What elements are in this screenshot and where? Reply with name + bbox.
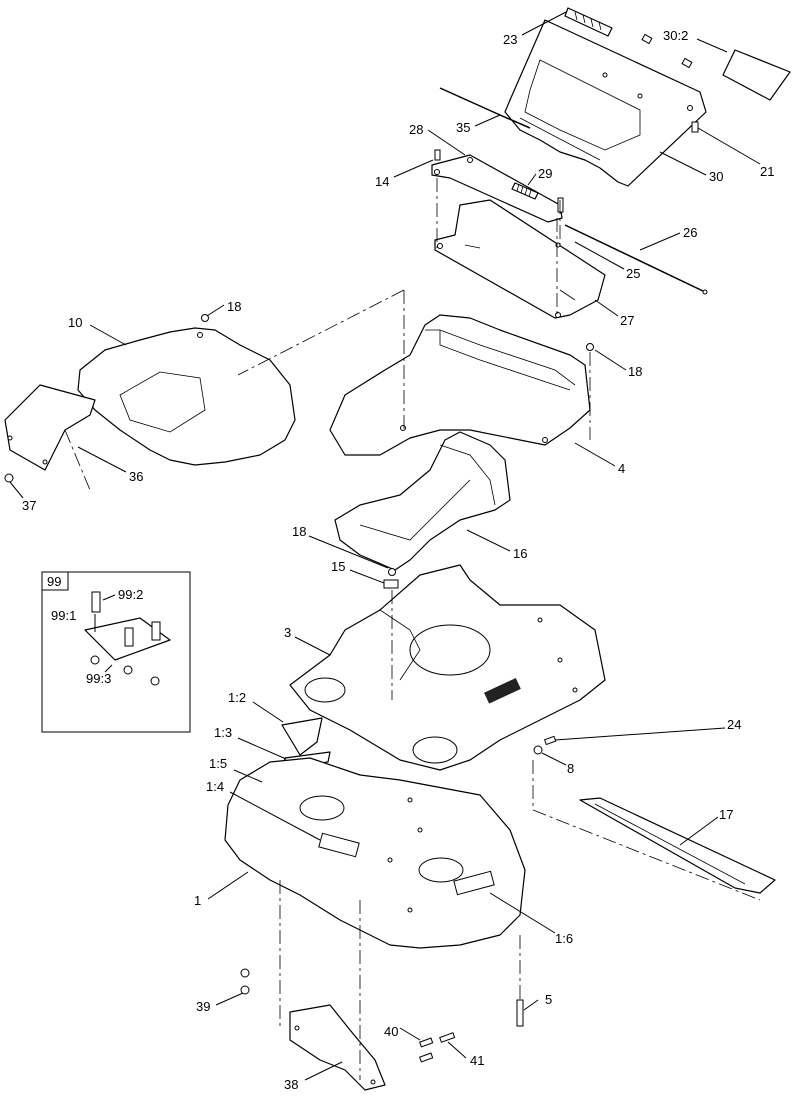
- callout-15: 15: [331, 559, 345, 574]
- callout-41: 41: [470, 1053, 484, 1068]
- part-26-rod: [564, 224, 708, 295]
- callout-14: 14: [375, 174, 389, 189]
- callout-27: 27: [620, 313, 634, 328]
- part-18-nut-a: [201, 314, 209, 322]
- inset-99: [41, 571, 191, 733]
- callout-37: 37: [22, 498, 36, 513]
- callout-5: 5: [545, 992, 552, 1007]
- callout-8: 8: [567, 761, 574, 776]
- callout-30: 30: [709, 169, 723, 184]
- part-37-nut: [4, 473, 14, 483]
- callout-39: 39: [196, 999, 210, 1014]
- leader-lines: [9, 11, 761, 1081]
- part-5-bolt: [516, 999, 524, 1027]
- part-8-nut: [533, 745, 543, 755]
- callout-16: 16: [513, 546, 527, 561]
- callout-35: 35: [456, 120, 470, 135]
- callout-24: 24: [727, 717, 741, 732]
- callout-1-3: 1:3: [214, 725, 232, 740]
- callout-28: 28: [409, 122, 423, 137]
- part-40-screws: [419, 1037, 434, 1063]
- callout-1-2: 1:2: [228, 690, 246, 705]
- part-39-nuts: [240, 968, 250, 995]
- part-28-bracket: [431, 154, 563, 223]
- part-21-bolt: [691, 121, 699, 133]
- part-18-nut-c: [388, 568, 396, 576]
- part-14-bolt: [434, 149, 441, 161]
- callout-18-a: 18: [227, 299, 241, 314]
- part-36-panel: [4, 384, 96, 471]
- part-30-cover-plate: [504, 19, 707, 187]
- callout-25: 25: [626, 266, 640, 281]
- part-24-screw: [543, 735, 557, 746]
- callout-23: 23: [503, 32, 517, 47]
- part-16-channel: [334, 431, 511, 571]
- callout-1-5: 1:5: [209, 756, 227, 771]
- callout-38: 38: [284, 1077, 298, 1092]
- part-38-bracket: [289, 1004, 386, 1091]
- part-1-deck: [224, 757, 526, 949]
- part-10-hood: [77, 327, 296, 466]
- callout-10: 10: [68, 315, 82, 330]
- callout-1-4: 1:4: [206, 779, 224, 794]
- callout-99-2: 99:2: [118, 587, 143, 602]
- callout-4: 4: [618, 461, 625, 476]
- callout-1: 1: [194, 893, 201, 908]
- part-25-27-plate: [434, 197, 606, 319]
- part-15-clip: [383, 579, 399, 589]
- part-17-strip: [579, 797, 776, 894]
- part-29-spring: [511, 182, 539, 200]
- callout-3: 3: [284, 625, 291, 640]
- callout-40: 40: [384, 1024, 398, 1039]
- callout-18-c: 18: [292, 524, 306, 539]
- part-3-frame: [289, 564, 606, 771]
- callout-26: 26: [683, 225, 697, 240]
- part-18-nut-b: [586, 343, 594, 351]
- callout-labels: 23 30:2 35 28 14 29 30 21 26 25 27 10 18…: [22, 28, 774, 1092]
- screw-top-a: [641, 33, 653, 45]
- alignment-lines: [64, 178, 761, 1080]
- part-23-handle-grip: [564, 7, 613, 37]
- callout-1-6: 1:6: [555, 931, 573, 946]
- screw-top-b: [681, 57, 693, 69]
- callout-17: 17: [719, 807, 733, 822]
- part-30-2-decal: [722, 49, 791, 101]
- callout-99-3: 99:3: [86, 671, 111, 686]
- callout-21: 21: [760, 164, 774, 179]
- part-4-console: [329, 314, 591, 456]
- part-41-screws: [439, 1032, 456, 1043]
- callout-18-b: 18: [628, 364, 642, 379]
- callout-36: 36: [129, 469, 143, 484]
- callout-30-2: 30:2: [663, 28, 688, 43]
- callout-99-1: 99:1: [51, 608, 76, 623]
- callout-29: 29: [538, 166, 552, 181]
- callout-99: 99: [47, 574, 61, 589]
- part-1-2-flap: [281, 717, 323, 756]
